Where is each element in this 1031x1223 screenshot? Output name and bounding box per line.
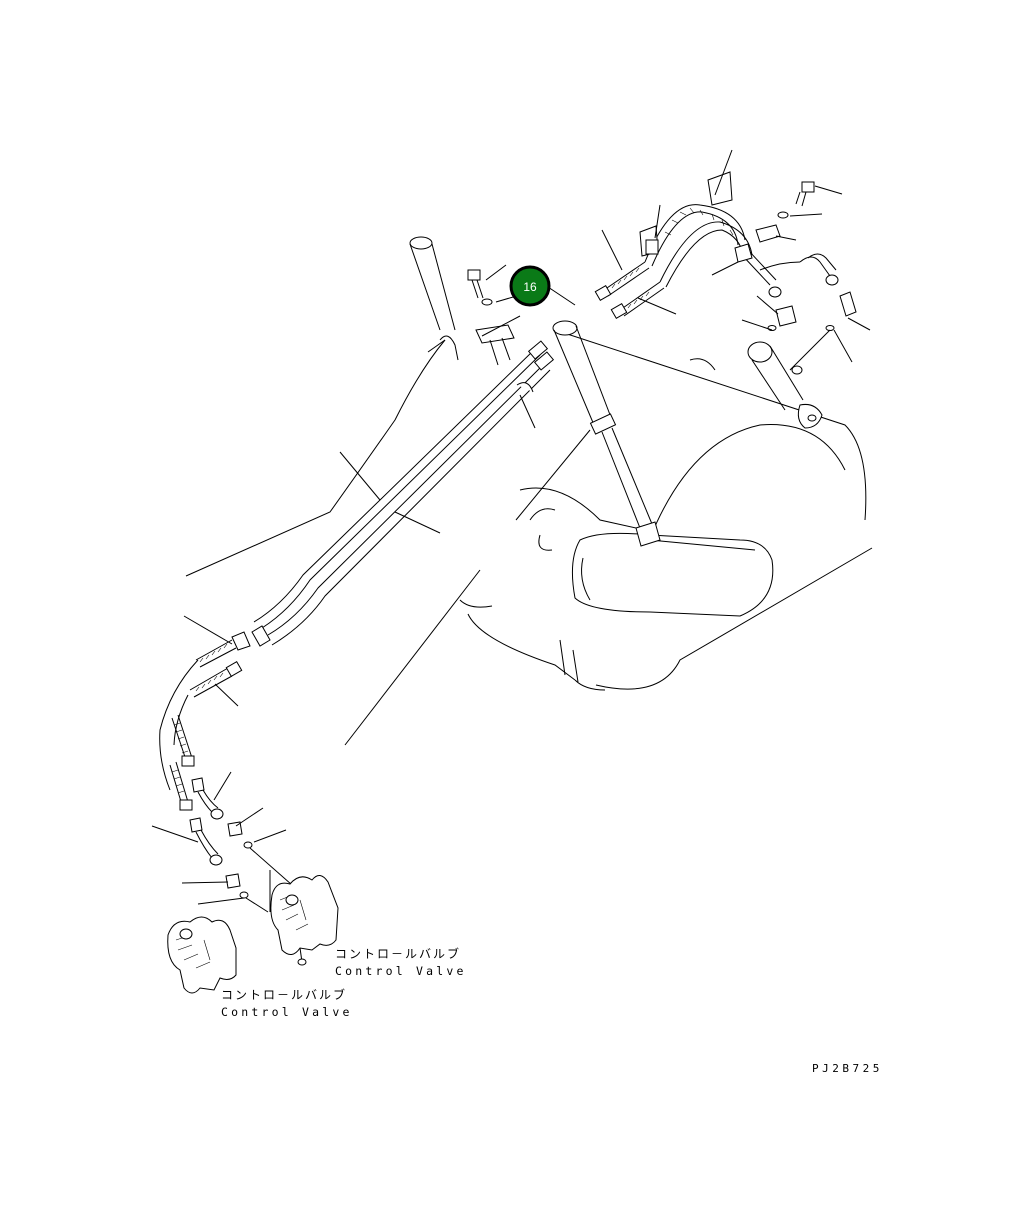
control-valve-lower: [167, 916, 237, 994]
right-cylinder: [747, 341, 823, 429]
control-valve-2-en-label: Control Valve: [221, 1005, 353, 1019]
right-hoses: [594, 171, 857, 331]
control-valve-upper: [270, 875, 339, 966]
machine-body: [185, 329, 873, 746]
control-valve-1-jp-label: コントロ－ルバルブ: [335, 946, 461, 961]
callout-16-label: 16: [523, 280, 537, 294]
control-valve-2-jp-label: コントロ－ルバルブ: [221, 987, 347, 1002]
callout-16-circle[interactable]: [509, 265, 551, 307]
vertical-rod: [409, 236, 459, 361]
boom-cylinder: [552, 320, 661, 547]
callout-16[interactable]: 16: [509, 265, 551, 307]
left-hoses: [159, 639, 301, 913]
leader-lines: [151, 149, 871, 905]
hydraulic-tubes: [231, 269, 555, 651]
drawing-code: PJ2B725: [812, 1062, 883, 1075]
control-valve-1-en-label: Control Valve: [335, 964, 467, 978]
